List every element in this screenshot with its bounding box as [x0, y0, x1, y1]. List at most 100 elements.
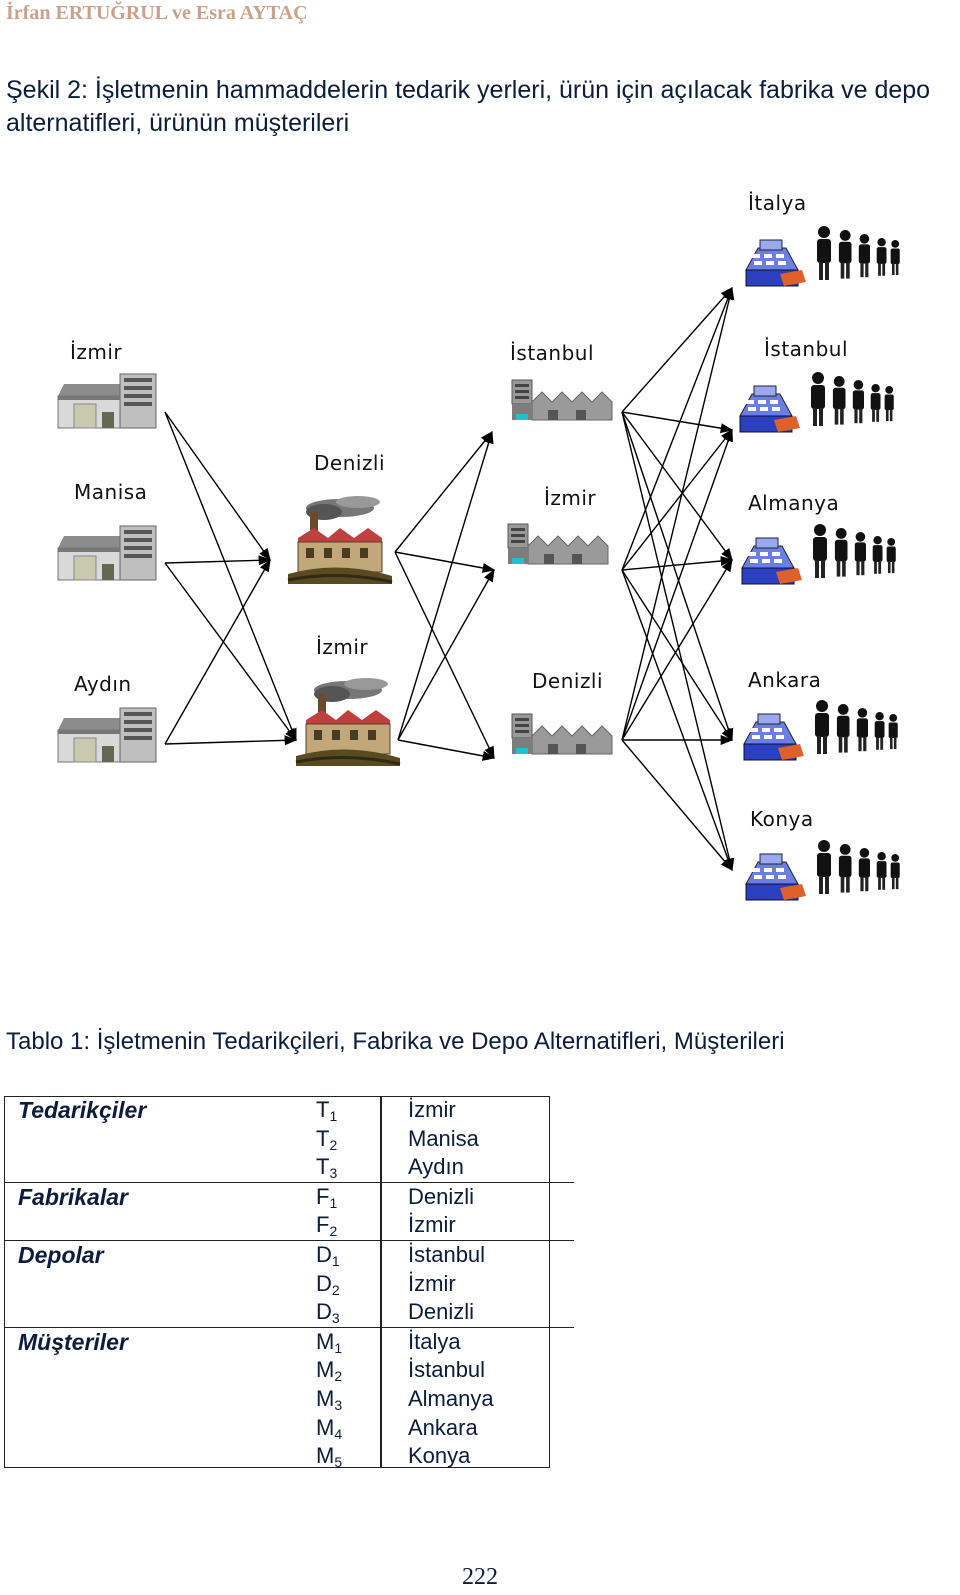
warehouse-icon: [57, 707, 157, 763]
cash-register-icon: [745, 853, 807, 901]
depot-label: İstanbul: [510, 341, 594, 365]
page-number: 222: [462, 1564, 498, 1590]
value-label: Aydın: [408, 1154, 464, 1180]
flow-arrow: [394, 551, 496, 573]
value-label: Denizli: [408, 1183, 475, 1209]
code-label: T3: [316, 1154, 338, 1182]
flow-arrow: [621, 429, 733, 571]
customers-icon: [817, 840, 900, 894]
code-label: F2: [316, 1212, 338, 1240]
customer-label: Ankara: [748, 668, 821, 692]
customers-icon: [817, 226, 900, 280]
category-label: Müşteriler: [18, 1328, 128, 1355]
supplier-label: Aydın: [74, 672, 132, 696]
category-cell: Depolar: [4, 1239, 308, 1328]
value-label: Konya: [408, 1443, 471, 1469]
customer-label: İtalya: [748, 191, 807, 215]
flow-arrow: [621, 556, 734, 571]
code-label: M3: [316, 1385, 343, 1413]
value-label: Manisa: [408, 1125, 479, 1151]
customer-label: Konya: [750, 807, 814, 831]
category-label: Fabrikalar: [18, 1183, 128, 1210]
customers-icon: [811, 372, 894, 426]
category-label: Depolar: [18, 1241, 104, 1268]
value-label: İzmir: [408, 1212, 456, 1238]
flow-arrow: [621, 569, 733, 872]
flow-arrow: [621, 411, 735, 872]
flow-arrow: [164, 562, 297, 742]
supplier-label: Manisa: [74, 480, 147, 504]
value-label: İstanbul: [408, 1241, 486, 1267]
code-label: M1: [316, 1328, 343, 1356]
factory-icon: [294, 676, 402, 768]
value-label: İstanbul: [408, 1357, 486, 1383]
flow-arrow: [164, 411, 297, 742]
code-label: M4: [316, 1414, 343, 1442]
table-caption: Tablo 1: İşletmenin Tedarikçileri, Fabri…: [6, 1028, 785, 1055]
flow-arrow: [397, 430, 494, 741]
flow-arrow: [394, 551, 495, 760]
flow-arrows: [164, 286, 735, 872]
flow-arrow: [621, 739, 733, 871]
depot-icon: [507, 523, 609, 565]
code-label: T2: [316, 1125, 338, 1153]
code-label: M5: [316, 1443, 343, 1471]
cash-register-icon: [739, 385, 801, 433]
cash-register-icon: [741, 537, 803, 585]
factory-label: Denizli: [314, 451, 385, 475]
depot-label: Denizli: [532, 669, 603, 693]
value-label: Almanya: [408, 1385, 494, 1411]
running-header: İrfan ERTUĞRUL ve Esra AYTAÇ: [6, 2, 308, 24]
category-cell: Müşteriler: [4, 1326, 308, 1471]
code-label: D3: [316, 1299, 340, 1327]
flow-arrow: [621, 569, 733, 742]
flow-arrow: [621, 286, 735, 741]
value-label: Ankara: [408, 1414, 478, 1440]
warehouse-icon: [57, 525, 157, 581]
customers-icon: [815, 700, 898, 754]
flow-arrow: [621, 287, 733, 413]
category-cell: Fabrikalar: [4, 1181, 308, 1241]
flow-arrow: [621, 286, 733, 571]
flow-arrow: [397, 739, 496, 761]
code-label: T1: [316, 1097, 338, 1124]
flow-arrow: [397, 568, 495, 741]
customer-label: İstanbul: [764, 337, 848, 361]
table-divider: [380, 1096, 382, 1468]
flow-arrow: [164, 555, 272, 566]
value-label: İzmir: [408, 1270, 456, 1296]
flow-arrow: [394, 431, 493, 553]
code-label: M2: [316, 1357, 343, 1385]
code-label: D1: [316, 1241, 340, 1269]
flow-arrow: [621, 558, 733, 741]
factory-icon: [286, 494, 394, 586]
flow-arrow: [621, 411, 733, 562]
supply-chain-diagram: İzmir Manisa Aydın Denizli İzmir İstanbu…: [57, 191, 960, 901]
cash-register-icon: [743, 713, 805, 761]
category-label: Tedarikçiler: [18, 1097, 147, 1123]
cash-register-icon: [745, 239, 807, 287]
figure-caption: Şekil 2: İşletmenin hammaddelerin tedari…: [6, 76, 931, 137]
flow-arrow: [164, 411, 271, 562]
warehouse-icon: [57, 373, 157, 429]
code-label: F1: [316, 1183, 338, 1211]
flow-arrow: [621, 411, 734, 434]
depot-icon: [511, 379, 613, 421]
category-cell: Tedarikçiler: [4, 1096, 308, 1182]
value-label: Denizli: [408, 1299, 475, 1325]
code-label: D2: [316, 1270, 340, 1298]
value-label: İzmir: [408, 1097, 456, 1122]
flow-arrow: [621, 411, 734, 742]
